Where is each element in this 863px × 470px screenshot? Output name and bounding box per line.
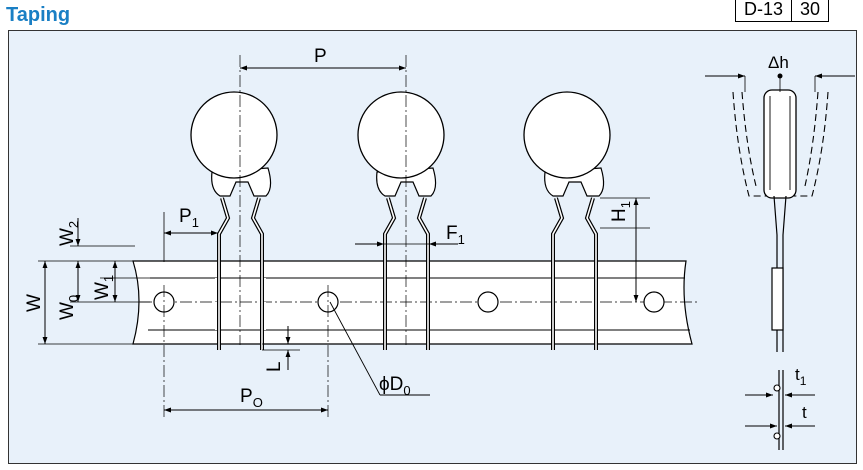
component-1	[190, 91, 278, 350]
label-W2: W2	[57, 221, 81, 246]
label-W: W	[24, 294, 45, 312]
diagram-panel	[8, 30, 857, 464]
page-number-fragment: 30	[791, 0, 828, 21]
component-3	[523, 91, 611, 350]
label-D0: ϕD0	[379, 374, 411, 398]
sprocket-hole	[477, 291, 499, 313]
label-W0: W0	[57, 295, 81, 320]
sprocket-holes	[153, 291, 665, 313]
label-W1: W1	[92, 275, 116, 300]
center-lines	[163, 55, 407, 420]
side-view	[705, 73, 855, 352]
thickness-detail	[745, 370, 815, 450]
sprocket-hole	[643, 291, 665, 313]
label-dh: Δh	[768, 53, 789, 72]
section-title: Taping	[6, 4, 71, 26]
page-code-box: D-13 30	[735, 0, 830, 22]
label-L: L	[264, 361, 285, 372]
page-code: D-13	[744, 0, 784, 19]
component-2	[357, 91, 445, 350]
label-P1: P1	[179, 206, 199, 230]
dim-D0-leader	[329, 301, 381, 396]
label-P: P	[314, 46, 327, 67]
label-F1: F1	[446, 223, 465, 247]
label-Po: PO	[240, 386, 263, 410]
label-H1: H1	[609, 201, 633, 222]
label-t: t	[802, 403, 807, 422]
label-t1: t1	[795, 365, 807, 388]
